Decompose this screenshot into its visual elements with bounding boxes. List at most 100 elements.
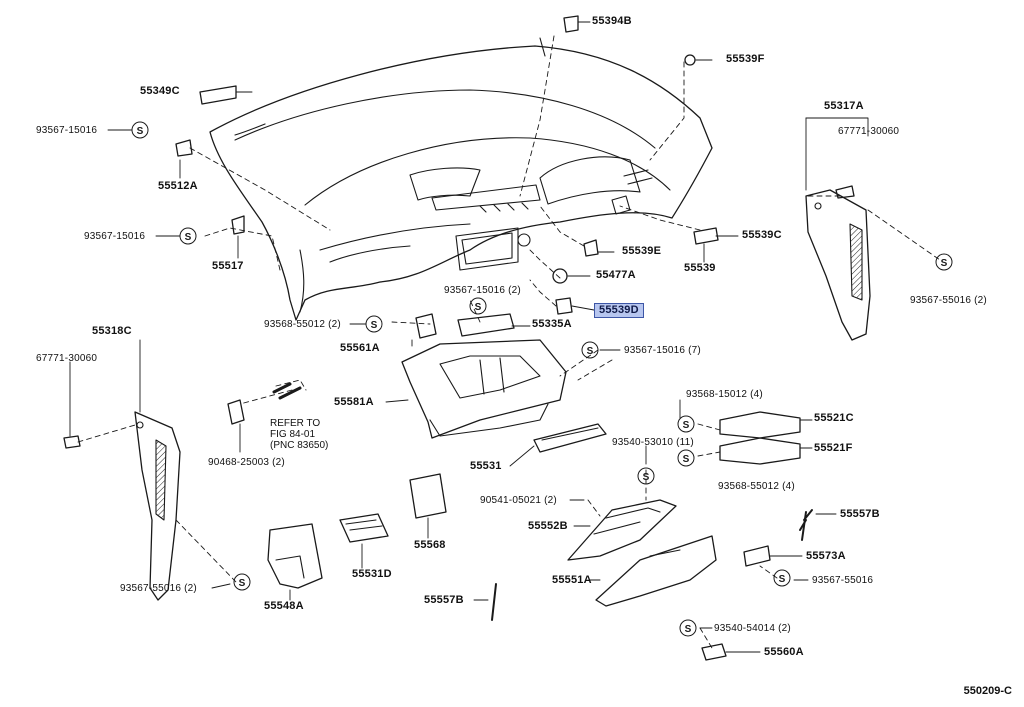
- label-55349C: 55349C: [140, 85, 180, 97]
- label-55539D-highlighted[interactable]: 55539D: [594, 303, 644, 318]
- label-93567-55016-b: 93567-55016 (2): [120, 583, 197, 594]
- clip-90468-shape: [227, 399, 245, 425]
- label-55557B-right: 55557B: [840, 508, 880, 520]
- label-90541-05021: 90541-05021 (2): [480, 495, 557, 506]
- label-67771-30060-b: 67771-30060: [36, 353, 98, 364]
- label-93567-15016-a: 93567-15016: [36, 125, 98, 136]
- label-93567-15016-c: 93567-15016 (2): [444, 285, 521, 296]
- label-67771-30060-a: 67771-30060: [838, 126, 900, 137]
- screw-symbol: [677, 415, 695, 433]
- reference-note: REFER TO FIG 84-01 (PNC 83650): [270, 418, 329, 451]
- clip-left-shape: [63, 435, 81, 449]
- label-55531: 55531: [470, 460, 502, 472]
- label-55512A: 55512A: [158, 180, 198, 192]
- screw-symbol: [365, 315, 383, 333]
- label-55557B-left: 55557B: [424, 594, 464, 606]
- label-55560A: 55560A: [764, 646, 804, 658]
- screw-symbol: [233, 573, 251, 591]
- screw-s-text: S: [239, 578, 246, 589]
- right-side-panel: [805, 189, 871, 341]
- screw-symbols: [131, 121, 953, 637]
- screw-symbol: [935, 253, 953, 271]
- label-55539E: 55539E: [622, 245, 662, 257]
- part-55568-shape: [409, 473, 447, 519]
- part-55335A-shape: [457, 313, 515, 337]
- part-55573A-shape: [743, 545, 771, 567]
- label-93567-55016-a: 93567-55016 (2): [910, 295, 987, 306]
- screw-s-text: S: [587, 346, 594, 357]
- label-55539F: 55539F: [726, 53, 765, 65]
- label-93568-15012: 93568-15012 (4): [686, 389, 763, 400]
- part-55521F-shape: [719, 437, 801, 465]
- part-55557B-right-rod: [801, 511, 807, 541]
- screw-symbol: [469, 297, 487, 315]
- label-55517: 55517: [212, 260, 244, 272]
- part-55539C-shape: [693, 227, 719, 245]
- label-55521C: 55521C: [814, 412, 854, 424]
- screw-s-text: S: [683, 454, 690, 465]
- label-93540-54014: 93540-54014 (2): [714, 623, 791, 634]
- part-55548A-shape: [267, 523, 323, 589]
- part-55551A-shape: [595, 535, 717, 607]
- part-55531D-shape: [339, 513, 389, 543]
- part-55394B-shape: [563, 15, 579, 33]
- screw-s-text: S: [683, 420, 690, 431]
- glove-box-frame: [401, 339, 567, 439]
- screw-symbol: [679, 619, 697, 637]
- part-55517-shape: [231, 215, 245, 235]
- left-side-panel: [134, 411, 181, 601]
- screw-s-text: S: [941, 258, 948, 269]
- part-55557B-left-rod: [491, 583, 497, 621]
- part-55349C-shape: [199, 85, 237, 105]
- part-55477A-shape: [552, 268, 568, 284]
- screw-symbol: [677, 449, 695, 467]
- clip-right-shape: [835, 185, 855, 199]
- dashboard-panel: [209, 37, 713, 321]
- refer-pin-shape: [272, 382, 302, 400]
- label-93567-55016-c: 93567-55016: [812, 575, 874, 586]
- part-55539D-shape: [555, 297, 573, 315]
- screw-s-text: S: [371, 320, 378, 331]
- label-55552B: 55552B: [528, 520, 568, 532]
- label-55317A: 55317A: [824, 100, 864, 112]
- part-55539F-shape: [684, 54, 696, 66]
- screw-symbol: [581, 341, 599, 359]
- label-55581A: 55581A: [334, 396, 374, 408]
- screw-symbol: [179, 227, 197, 245]
- screw-s-text: S: [185, 232, 192, 243]
- solid-leaders: [69, 21, 869, 653]
- label-55573A: 55573A: [806, 550, 846, 562]
- part-55531-shape: [533, 423, 607, 453]
- label-93540-53010: 93540-53010 (11): [612, 437, 694, 448]
- label-93568-55012-a: 93568-55012 (2): [264, 319, 341, 330]
- part-55539E-shape: [583, 239, 599, 257]
- label-55394B: 55394B: [592, 15, 632, 27]
- diagram-code: 550209-C: [963, 685, 1012, 697]
- small-components: [63, 15, 855, 661]
- label-55318C: 55318C: [92, 325, 132, 337]
- label-55548A: 55548A: [264, 600, 304, 612]
- label-55539: 55539: [684, 262, 716, 274]
- screw-s-text: S: [475, 302, 482, 313]
- screw-s-text: S: [779, 574, 786, 585]
- label-93567-15016-b: 93567-15016: [84, 231, 146, 242]
- screw-s-text: S: [685, 624, 692, 635]
- screw-symbol: [773, 569, 791, 587]
- part-55560A-shape: [701, 643, 727, 661]
- label-55335A: 55335A: [532, 318, 572, 330]
- label-93568-55012-b: 93568-55012 (4): [718, 481, 795, 492]
- screw-symbol: [131, 121, 149, 139]
- part-55552B-shape: [567, 499, 677, 561]
- part-55512A-shape: [175, 139, 193, 157]
- label-55568: 55568: [414, 539, 446, 551]
- label-55521F: 55521F: [814, 442, 853, 454]
- label-55551A: 55551A: [552, 574, 592, 586]
- screw-s-text: S: [643, 472, 650, 483]
- label-55561A: 55561A: [340, 342, 380, 354]
- screw-symbol: [637, 467, 655, 485]
- label-90468-25003: 90468-25003 (2): [208, 457, 285, 468]
- screw-s-text: S: [137, 126, 144, 137]
- label-93567-15016-d: 93567-15016 (7): [624, 345, 701, 356]
